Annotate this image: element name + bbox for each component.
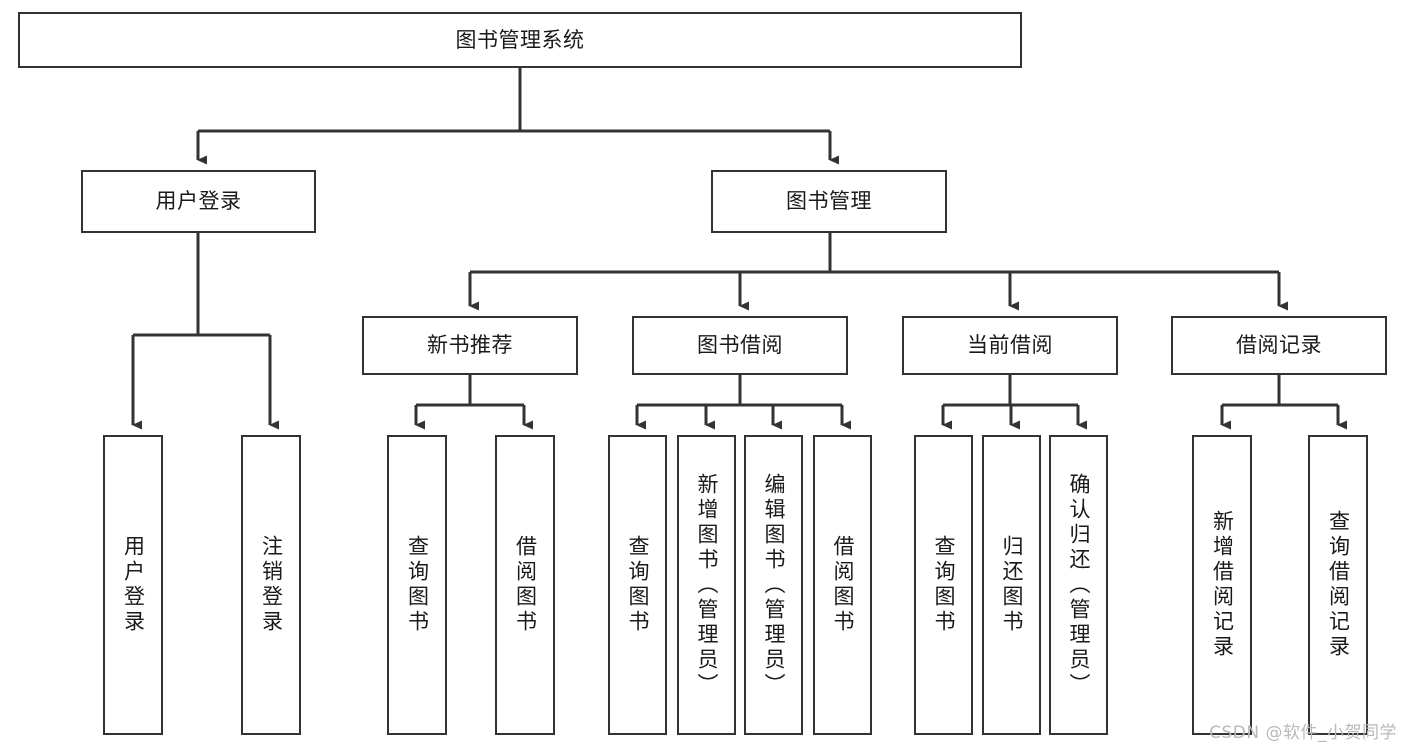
node-leaf-borrow-book-2[interactable]: 借阅图书 (813, 435, 872, 735)
node-leaf-query-book-1[interactable]: 查询图书 (387, 435, 447, 735)
node-leaf-add-record-label: 新增借阅记录 (1210, 510, 1235, 660)
node-user-login[interactable]: 用户登录 (81, 170, 316, 233)
node-leaf-borrow-book-1[interactable]: 借阅图书 (495, 435, 555, 735)
node-current-borrow[interactable]: 当前借阅 (902, 316, 1118, 375)
node-leaf-add-book[interactable]: 新增图书（管理员） (677, 435, 736, 735)
node-root-label: 图书管理系统 (455, 27, 585, 52)
node-leaf-edit-book[interactable]: 编辑图书（管理员） (744, 435, 803, 735)
node-leaf-borrow-book-2-label: 借阅图书 (830, 535, 855, 635)
node-leaf-query-record[interactable]: 查询借阅记录 (1308, 435, 1368, 735)
node-new-book-rec-label: 新书推荐 (427, 333, 513, 358)
node-book-manage[interactable]: 图书管理 (711, 170, 947, 233)
node-leaf-return-book-label: 归还图书 (999, 535, 1024, 635)
node-book-manage-label: 图书管理 (786, 189, 872, 214)
node-book-borrow[interactable]: 图书借阅 (632, 316, 848, 375)
node-current-borrow-label: 当前借阅 (967, 333, 1053, 358)
node-leaf-query-book-2[interactable]: 查询图书 (608, 435, 667, 735)
node-leaf-query-book-1-label: 查询图书 (405, 535, 430, 635)
node-leaf-borrow-book-1-label: 借阅图书 (513, 535, 538, 635)
node-borrow-record-label: 借阅记录 (1236, 333, 1322, 358)
node-leaf-query-record-label: 查询借阅记录 (1326, 510, 1351, 660)
node-leaf-logout-label: 注销登录 (259, 535, 284, 635)
node-leaf-logout[interactable]: 注销登录 (241, 435, 301, 735)
node-new-book-rec[interactable]: 新书推荐 (362, 316, 578, 375)
node-user-login-label: 用户登录 (155, 189, 242, 214)
node-leaf-user-login-label: 用户登录 (121, 535, 146, 635)
node-leaf-add-record[interactable]: 新增借阅记录 (1192, 435, 1252, 735)
node-leaf-query-book-3-label: 查询图书 (931, 535, 956, 635)
node-leaf-confirm-return[interactable]: 确认归还（管理员） (1049, 435, 1108, 735)
node-leaf-confirm-return-label: 确认归还（管理员） (1066, 472, 1091, 698)
node-leaf-return-book[interactable]: 归还图书 (982, 435, 1041, 735)
watermark: CSDN @软件_小贺同学 (1209, 723, 1397, 743)
node-root[interactable]: 图书管理系统 (18, 12, 1022, 68)
node-leaf-query-book-3[interactable]: 查询图书 (914, 435, 973, 735)
node-borrow-record[interactable]: 借阅记录 (1171, 316, 1387, 375)
node-leaf-user-login[interactable]: 用户登录 (103, 435, 163, 735)
node-book-borrow-label: 图书借阅 (697, 333, 783, 358)
node-leaf-query-book-2-label: 查询图书 (625, 535, 650, 635)
node-leaf-add-book-label: 新增图书（管理员） (694, 472, 719, 698)
node-leaf-edit-book-label: 编辑图书（管理员） (761, 472, 786, 698)
